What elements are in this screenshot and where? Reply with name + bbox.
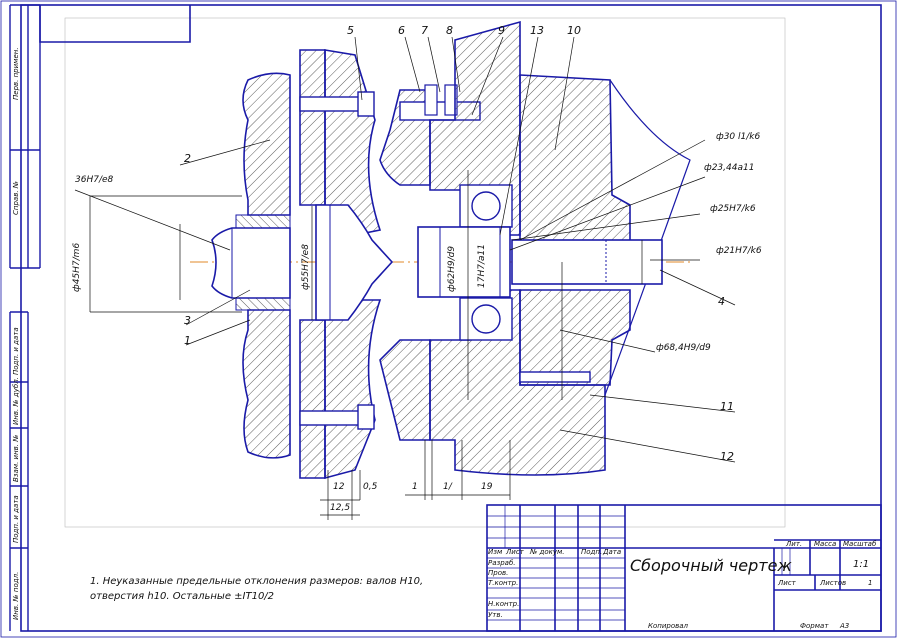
- tb-sheet-label: Лист: [778, 579, 796, 587]
- balloon-1: 1: [184, 334, 191, 347]
- sleeve: [417, 226, 511, 298]
- tb-header-data: Дата: [603, 548, 622, 556]
- bolts: [299, 91, 375, 430]
- side-label-inv-dubl: Инв. № дубл.: [12, 377, 20, 425]
- top-left-box: [39, 5, 191, 43]
- tb-mass-label: Масса: [814, 540, 837, 548]
- balloon-10: 10: [567, 24, 581, 37]
- side-label-inv-podl: Инв. № подл.: [12, 571, 20, 620]
- part-2-flange: [242, 72, 291, 459]
- balloon-9: 9: [498, 24, 505, 37]
- balloon-13: 13: [530, 24, 544, 37]
- fit-45H7-m6: ф45H7/m6: [72, 242, 82, 292]
- tb-row-nkontr: Н.контр.: [488, 600, 520, 608]
- tb-format-value: A3: [840, 622, 850, 630]
- drawing-title: Сборочный чертеж: [630, 556, 792, 575]
- dim-0-5: 0,5: [363, 482, 378, 492]
- balloon-6: 6: [398, 24, 405, 37]
- tb-letter-label: Лит.: [786, 540, 803, 548]
- balloon-8: 8: [446, 24, 453, 37]
- drawing-area: [64, 17, 786, 528]
- clutch-hub: [315, 204, 394, 321]
- housing-left: [379, 84, 481, 441]
- inner-frame: [20, 4, 882, 632]
- tb-copied-label: Копировал: [648, 622, 688, 630]
- side-label-podp-data-2: Подп. и дата: [12, 495, 20, 543]
- title-block-thin: [487, 505, 791, 621]
- fit-25H7-k6: ф25H7/k6: [710, 204, 756, 214]
- tb-header-izm: Изм: [488, 548, 503, 556]
- side-strip: [9, 4, 41, 631]
- balloon-3: 3: [184, 314, 191, 327]
- fit-62H9-d9: ф62H9/d9: [447, 245, 457, 292]
- side-label-sprav: Справ. №: [12, 180, 20, 215]
- dim-12: 12: [333, 482, 345, 492]
- part-1-bushing: [235, 214, 291, 229]
- tb-row-prov: Пров.: [488, 569, 509, 577]
- side-label-perv-primen: Перв. примен.: [12, 47, 20, 100]
- fit-17H7-a11: 17H7/a11: [477, 244, 487, 288]
- side-label-podp-data-1: Подп. и дата: [12, 327, 20, 375]
- part-3-shaft: [211, 227, 291, 299]
- dim-19: 19: [481, 482, 493, 492]
- tb-header-docum: № докум.: [530, 548, 565, 556]
- fit-68-4H9-d9: ф68,4H9/d9: [656, 343, 711, 353]
- balloon-11: 11: [720, 400, 734, 413]
- balloon-4: 4: [718, 295, 725, 308]
- dim-12-5: 12,5: [330, 503, 351, 513]
- tb-sheets-value: 1: [868, 579, 873, 587]
- fit-30-k6: ф30 l1/k6: [716, 132, 761, 142]
- balloon-7: 7: [421, 24, 428, 37]
- tb-scale-value: 1:1: [853, 559, 870, 570]
- tb-sheets-label: Листов: [820, 579, 847, 587]
- part-4-shaft: [511, 239, 663, 285]
- tb-scale-label: Масштаб: [843, 540, 877, 548]
- bearings: [459, 184, 513, 341]
- fit-36H7-e8: 36H7/e8: [75, 175, 114, 185]
- fit-21H7-k6: ф21H7/k6: [716, 246, 762, 256]
- tb-format-label: Формат: [800, 622, 829, 630]
- dim-1-slash: 1/: [443, 482, 452, 492]
- tb-row-razrab: Разраб.: [488, 559, 516, 567]
- balloon-2: 2: [184, 152, 191, 165]
- balloon-5: 5: [347, 24, 354, 37]
- side-label-vzam-inv: Взам. инв. №: [12, 434, 20, 482]
- tb-header-podp: Подп.: [581, 548, 603, 556]
- technical-note: 1. Неуказанные предельные отклонения раз…: [90, 576, 424, 602]
- fit-55H7-e8: ф55H7/e8: [301, 244, 311, 290]
- dimension-lines: [74, 36, 736, 520]
- balloon-12: 12: [720, 450, 734, 463]
- tb-header-list: Лист: [506, 548, 524, 556]
- tb-row-utv: Утв.: [488, 611, 503, 619]
- fit-23-44-a11: ф23,44a11: [704, 163, 755, 173]
- tb-row-tkontr: Т.контр.: [488, 579, 519, 587]
- dim-1: 1: [412, 482, 418, 492]
- part-11-plate: [519, 371, 591, 383]
